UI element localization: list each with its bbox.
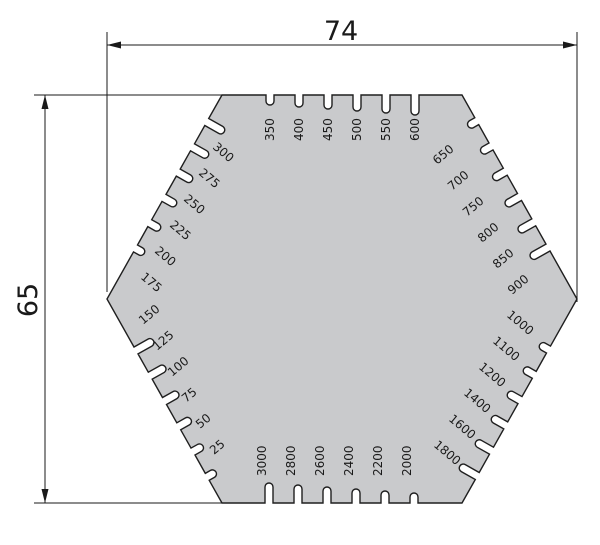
scale-label: 600 xyxy=(408,118,422,141)
scale-label: 2800 xyxy=(284,445,298,476)
scale-label: 450 xyxy=(321,118,335,141)
height-arrow-top xyxy=(41,95,49,109)
scale-label: 2000 xyxy=(400,445,414,476)
scale-labels-bottom: 3000 2800 2600 2400 2200 2000 xyxy=(255,445,414,476)
width-arrow-right xyxy=(563,41,577,49)
height-dimension: 65 xyxy=(13,94,225,504)
scale-label: 400 xyxy=(292,118,306,141)
width-arrow-left xyxy=(107,41,121,49)
scale-label: 350 xyxy=(263,118,277,141)
scale-label: 2200 xyxy=(371,445,385,476)
scale-label: 500 xyxy=(350,118,364,141)
height-label: 65 xyxy=(13,283,44,317)
scale-labels-top: 350 400 450 500 550 600 xyxy=(263,118,422,141)
width-label: 74 xyxy=(324,16,358,47)
scale-label: 550 xyxy=(379,118,393,141)
scale-label: 3000 xyxy=(255,445,269,476)
scale-label: 2600 xyxy=(313,445,327,476)
height-arrow-bottom xyxy=(41,489,49,503)
hexagon-gauge-body xyxy=(106,94,578,504)
width-dimension: 74 xyxy=(106,16,578,302)
scale-label: 2400 xyxy=(342,445,356,476)
